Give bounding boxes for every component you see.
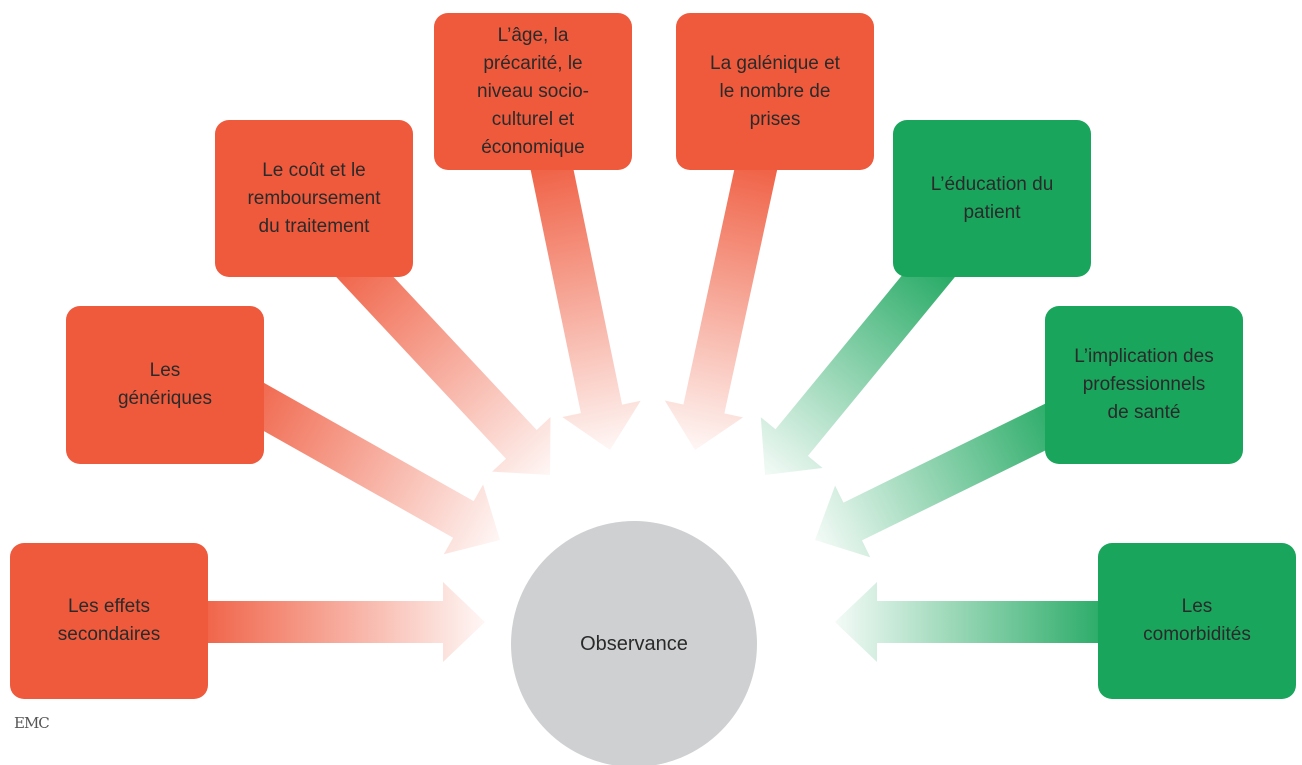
arrow-comorbidites [835,582,1125,662]
factor-effets-secondaires: Les effets secondaires [10,543,208,699]
arrow-education [760,236,967,475]
observance-label: Observance [580,632,688,655]
factor-galenique: La galénique et le nombre de prises [676,13,874,170]
factor-label: L’implication des professionnels de sant… [1074,346,1214,423]
factor-label: La galénique et le nombre de prises [710,52,840,130]
factor-label: Le coût et le remboursement du traitemen… [247,159,381,237]
emc-logo-text: EMC [14,714,50,732]
arrow-galenique [664,145,781,450]
factor-label: Les comorbidités [1143,596,1251,645]
observance-circle: Observance [511,521,757,765]
factor-label: Les effets secondaires [57,596,161,645]
arrow-generiques [214,366,500,555]
factor-implication-professionnels: L’implication des professionnels de sant… [1045,306,1243,464]
factor-education-patient: L’éducation du patient [893,120,1091,277]
factor-generiques: Les génériques [66,306,264,464]
arrow-cout [319,230,551,475]
factor-cout-remboursement: Le coût et le remboursement du traitemen… [215,120,413,277]
factor-label: Les génériques [117,360,213,409]
emc-logo: EMC [14,714,50,732]
factor-label: L’âge, la précarité, le niveau socio- cu… [477,24,589,158]
factor-label: L’éducation du patient [930,173,1054,223]
arrow-implication [815,391,1090,558]
factor-comorbidites: Les comorbidités [1098,543,1296,699]
arrow-effets [185,582,485,662]
factor-age-precarite: L’âge, la précarité, le niveau socio- cu… [434,13,632,170]
arrow-age [527,145,641,450]
